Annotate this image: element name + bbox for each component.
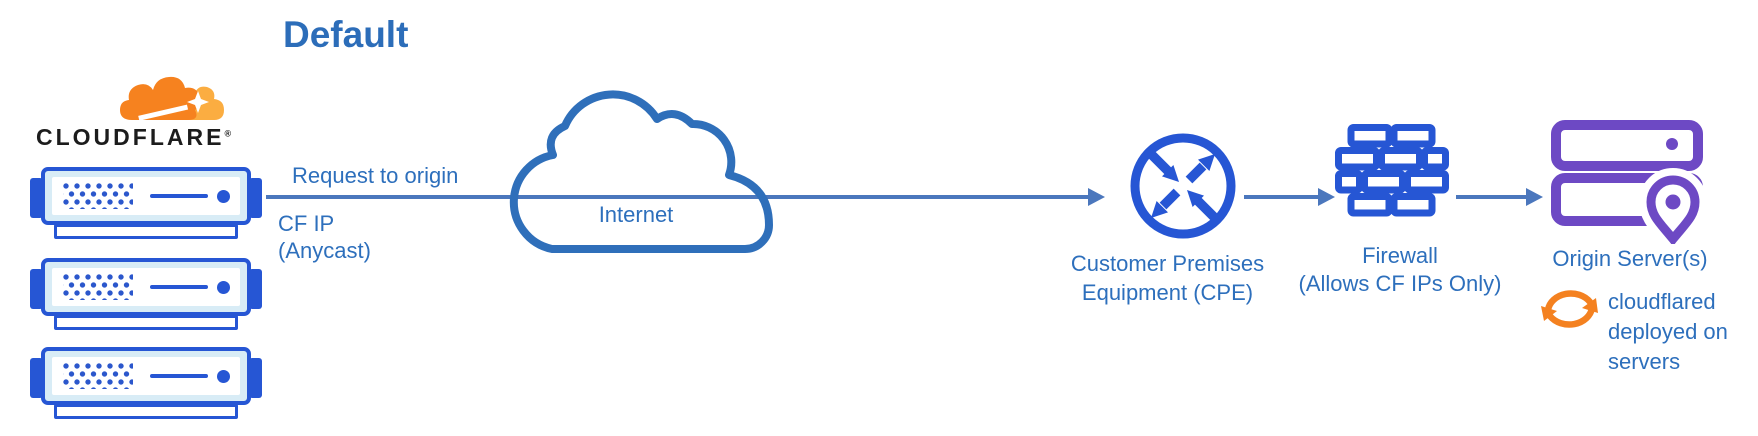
- cpe-label: Customer Premises Equipment (CPE): [1050, 249, 1285, 307]
- cloudflare-server-icon: [30, 258, 262, 332]
- firewall-label-line1: Firewall: [1362, 243, 1438, 268]
- server-base: [54, 224, 238, 239]
- server-tab-left: [30, 358, 43, 398]
- registered-mark: ®: [224, 128, 232, 139]
- location-pin-icon: [1638, 168, 1708, 244]
- server-vents: [63, 363, 133, 389]
- server-vents: [63, 274, 133, 300]
- server-panel: [52, 357, 240, 395]
- cf-ip-line: CF IP: [278, 211, 335, 236]
- firewall-label: Firewall (Allows CF IPs Only): [1283, 242, 1517, 298]
- arrow-right-icon: [1526, 188, 1543, 206]
- cpe-label-line1: Customer Premises: [1070, 251, 1265, 276]
- server-base: [54, 315, 238, 330]
- arrow-right-icon: [1088, 188, 1105, 206]
- internet-label: Internet: [598, 202, 674, 227]
- router-cpe-icon: [1130, 133, 1236, 239]
- server-tab-left: [30, 178, 43, 218]
- server-tab-right: [249, 358, 262, 398]
- cloudflared-line3: servers: [1608, 349, 1681, 374]
- cloudflared-line1: cloudflared: [1608, 289, 1716, 314]
- request-to-origin-label: Request to origin: [292, 163, 459, 188]
- cf-ip-anycast-label: CF IP (Anycast): [278, 210, 371, 264]
- sync-arrows-icon: [1541, 290, 1598, 328]
- flow-line-firewall-origin: [1456, 195, 1526, 199]
- firewall-label-line2: (Allows CF IPs Only): [1298, 271, 1502, 296]
- flow-line-cpe-firewall: [1244, 195, 1318, 199]
- flow-line-request: [266, 195, 1088, 199]
- server-body: [41, 258, 251, 316]
- internet-cloud-icon: [509, 90, 773, 253]
- server-tab-right: [249, 269, 262, 309]
- server-led: [217, 280, 230, 294]
- origin-server-icon: [1551, 120, 1708, 244]
- server-panel: [52, 177, 240, 215]
- server-body: [41, 167, 251, 225]
- cpe-label-line2: Equipment (CPE): [1081, 280, 1254, 305]
- server-vents: [63, 183, 133, 209]
- cloudflared-note: cloudflared deployed on servers: [1608, 287, 1728, 377]
- anycast-line: (Anycast): [278, 238, 371, 263]
- cloudflare-server-icon: [30, 347, 262, 421]
- cloudflared-line2: deployed on: [1608, 319, 1728, 344]
- server-slot: [150, 374, 208, 378]
- origin-server-label: Origin Server(s): [1552, 246, 1708, 271]
- server-tab-right: [249, 178, 262, 218]
- server-slot: [150, 285, 208, 289]
- arrow-right-icon: [1318, 188, 1335, 206]
- cloudflare-logo-cloud-icon: [120, 76, 224, 121]
- server-slot: [150, 194, 208, 198]
- server-led: [217, 369, 230, 383]
- server-base: [54, 404, 238, 419]
- server-led: [217, 189, 230, 203]
- firewall-brick-icon: [1335, 124, 1449, 217]
- server-body: [41, 347, 251, 405]
- cloudflare-server-icon: [30, 167, 262, 241]
- diagram-title: Default: [283, 14, 409, 55]
- server-tab-left: [30, 269, 43, 309]
- cloudflare-wordmark: CLOUDFLARE®: [36, 124, 232, 150]
- server-panel: [52, 268, 240, 306]
